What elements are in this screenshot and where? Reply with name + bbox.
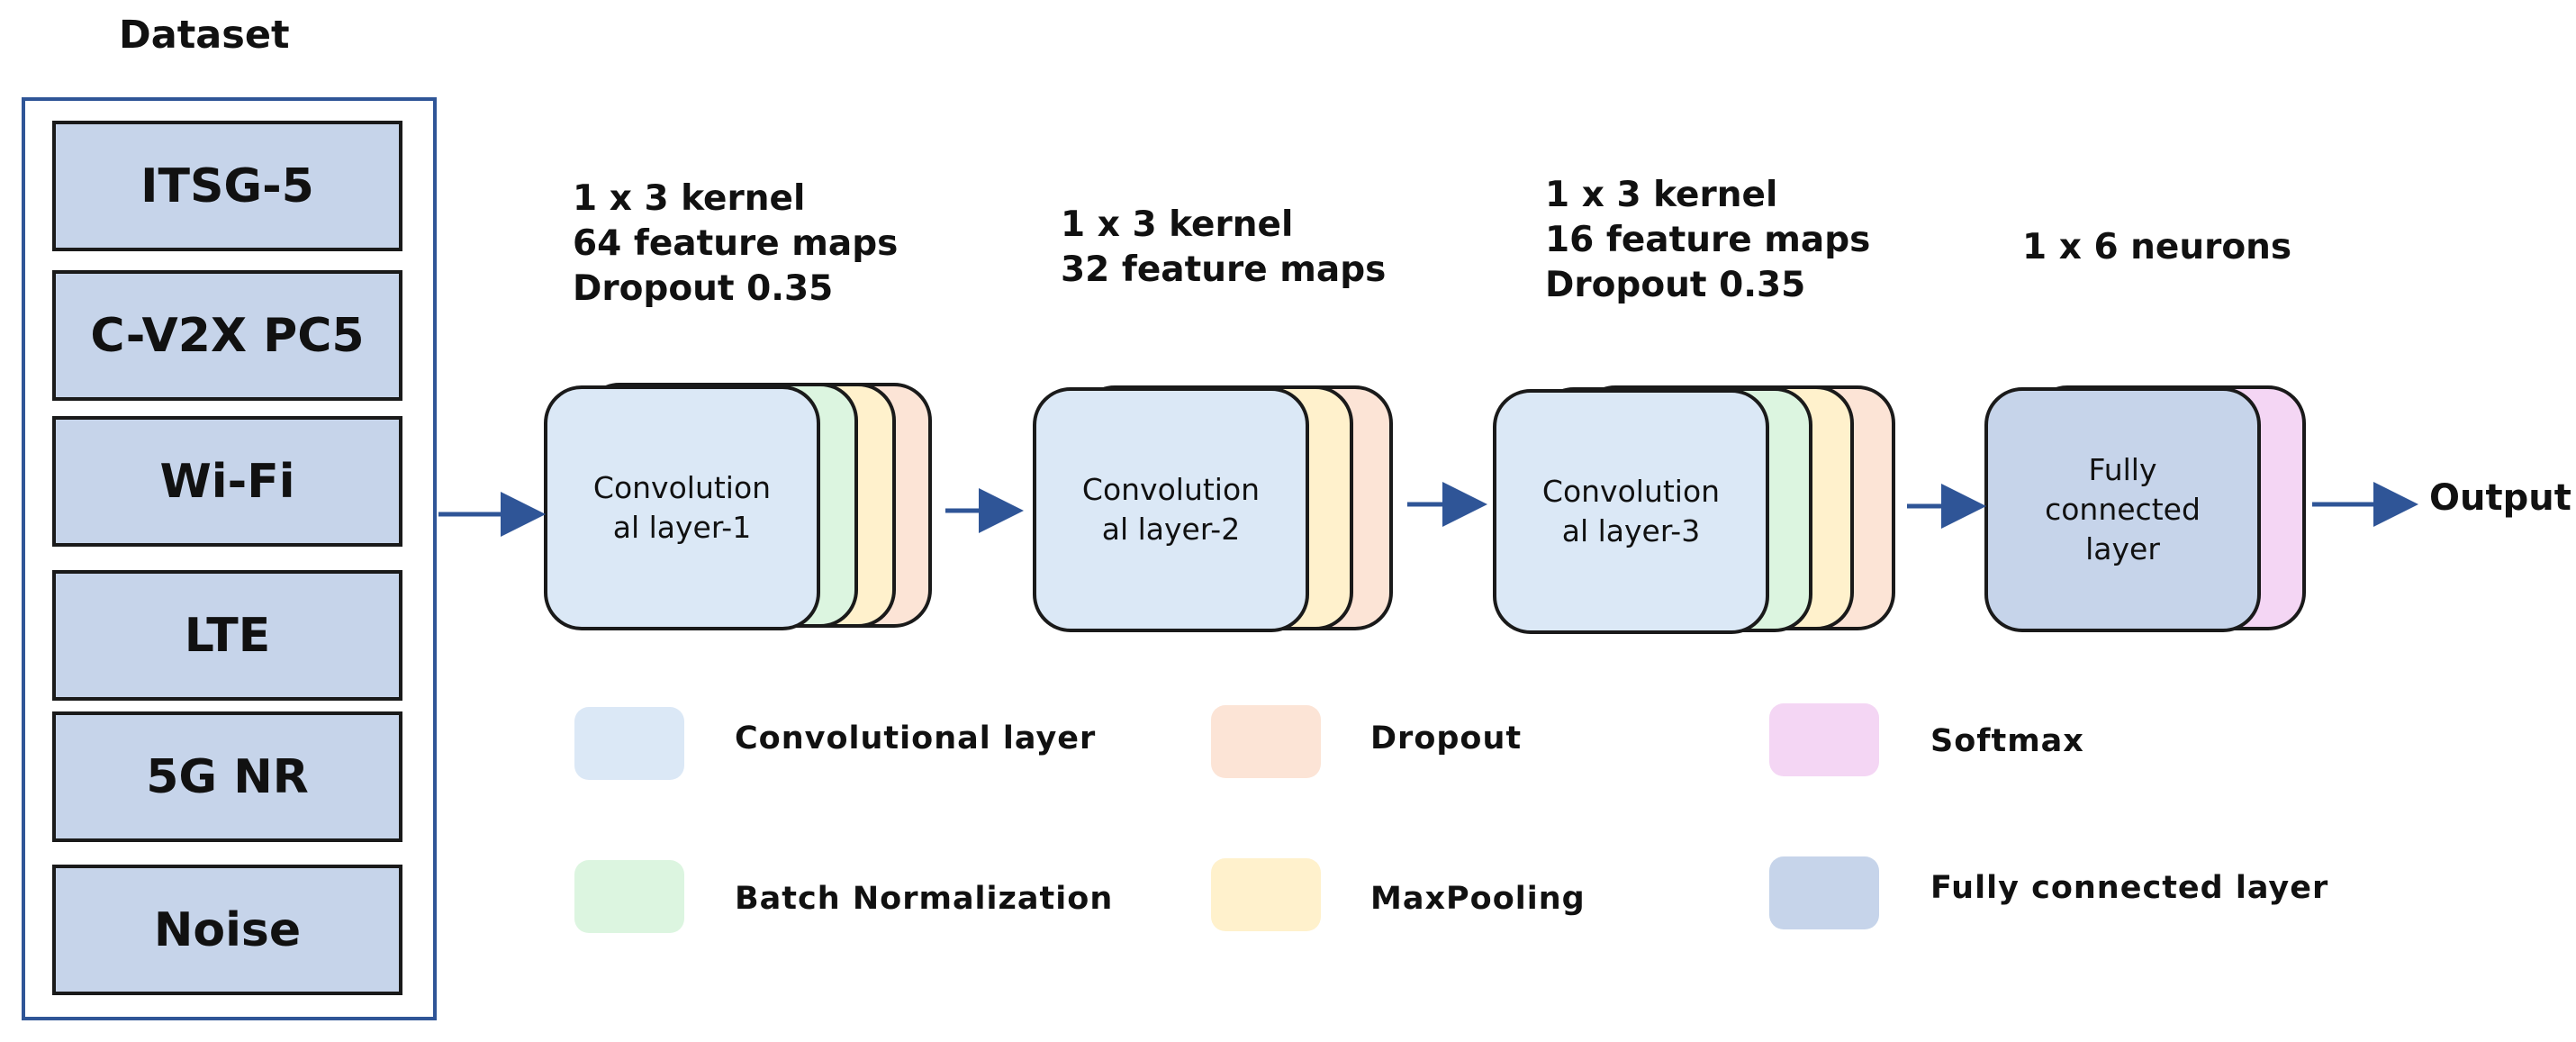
layer1-name: Convolution al layer-1 xyxy=(592,470,772,545)
layer3-name: Convolution al layer-3 xyxy=(1541,474,1721,548)
dataset-item-itsg5: ITSG-5 xyxy=(52,121,402,251)
legend-swatch-softmax xyxy=(1769,703,1879,776)
legend-swatch-batchnorm xyxy=(574,860,684,933)
layer1-annotation: 1 x 3 kernel 64 feature maps Dropout 0.3… xyxy=(573,178,899,309)
legend-label-dropout: Dropout xyxy=(1370,720,1523,757)
legend-swatch-dropout xyxy=(1211,705,1321,778)
fc-name: Fully connected layer xyxy=(2045,452,2201,566)
dataset-item-cv2x-pc5: C-V2X PC5 xyxy=(52,270,402,401)
layer2-annotation: 1 x 3 kernel 32 feature maps xyxy=(1061,204,1387,290)
dataset-frame xyxy=(22,97,437,1020)
legend-swatch-fully-connected xyxy=(1769,856,1879,929)
dataset-title: Dataset xyxy=(119,13,290,58)
layer2-name: Convolution al layer-2 xyxy=(1081,472,1261,547)
fc-card: Fully connected layer xyxy=(1984,387,2261,632)
legend-label-batchnorm: Batch Normalization xyxy=(735,881,1114,917)
dataset-item-lte: LTE xyxy=(52,570,402,701)
fc-annotation: 1 x 6 neurons xyxy=(2022,227,2292,267)
legend-label-maxpooling: MaxPooling xyxy=(1370,881,1586,917)
legend-label-fully-connected: Fully connected layer xyxy=(1930,870,2329,906)
layer3-annotation: 1 x 3 kernel 16 feature maps Dropout 0.3… xyxy=(1545,175,1871,305)
dataset-item-wifi: Wi-Fi xyxy=(52,416,402,547)
layer3-conv-card: Convolution al layer-3 xyxy=(1493,389,1769,634)
dataset-item-5g-nr: 5G NR xyxy=(52,711,402,842)
legend-swatch-maxpooling xyxy=(1211,858,1321,931)
legend-label-softmax: Softmax xyxy=(1930,723,2084,759)
layer1-conv-card: Convolution al layer-1 xyxy=(544,385,820,630)
legend-label-convolutional: Convolutional layer xyxy=(735,720,1097,757)
layer2-conv-card: Convolution al layer-2 xyxy=(1033,387,1309,632)
legend-swatch-convolutional xyxy=(574,707,684,780)
output-label: Output xyxy=(2429,477,2571,519)
dataset-item-noise: Noise xyxy=(52,865,402,995)
